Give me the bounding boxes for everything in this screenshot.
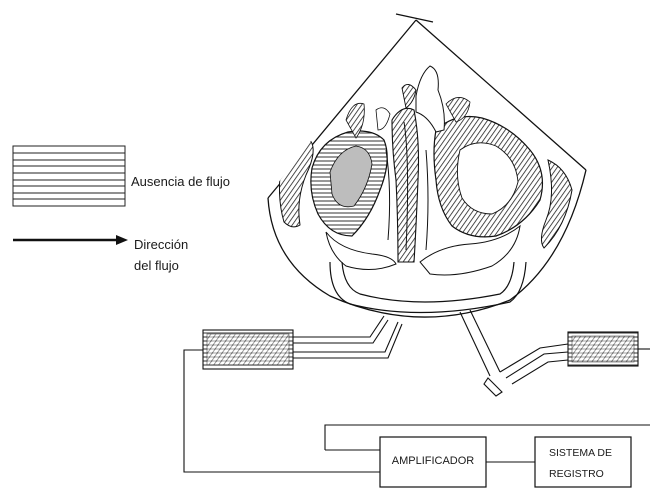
left-catheter xyxy=(293,316,402,358)
right-catheter xyxy=(460,310,568,396)
legend-no-flow-swatch xyxy=(13,146,125,206)
recording-system-label-line1: SISTEMA DE xyxy=(535,447,645,459)
legend-direction-arrow-icon xyxy=(13,235,128,245)
legend-direction-label-line1: Dirección xyxy=(134,237,188,252)
amplifier-label: AMPLIFICADOR xyxy=(380,455,486,467)
recording-system-label-line2: REGISTRO xyxy=(535,468,645,480)
legend-direction-label-line2: del flujo xyxy=(134,258,179,273)
right-transducer-core xyxy=(572,336,634,362)
heart-cross-section xyxy=(279,66,572,275)
left-transducer-core xyxy=(207,334,289,365)
legend-no-flow-label: Ausencia de flujo xyxy=(131,174,230,189)
